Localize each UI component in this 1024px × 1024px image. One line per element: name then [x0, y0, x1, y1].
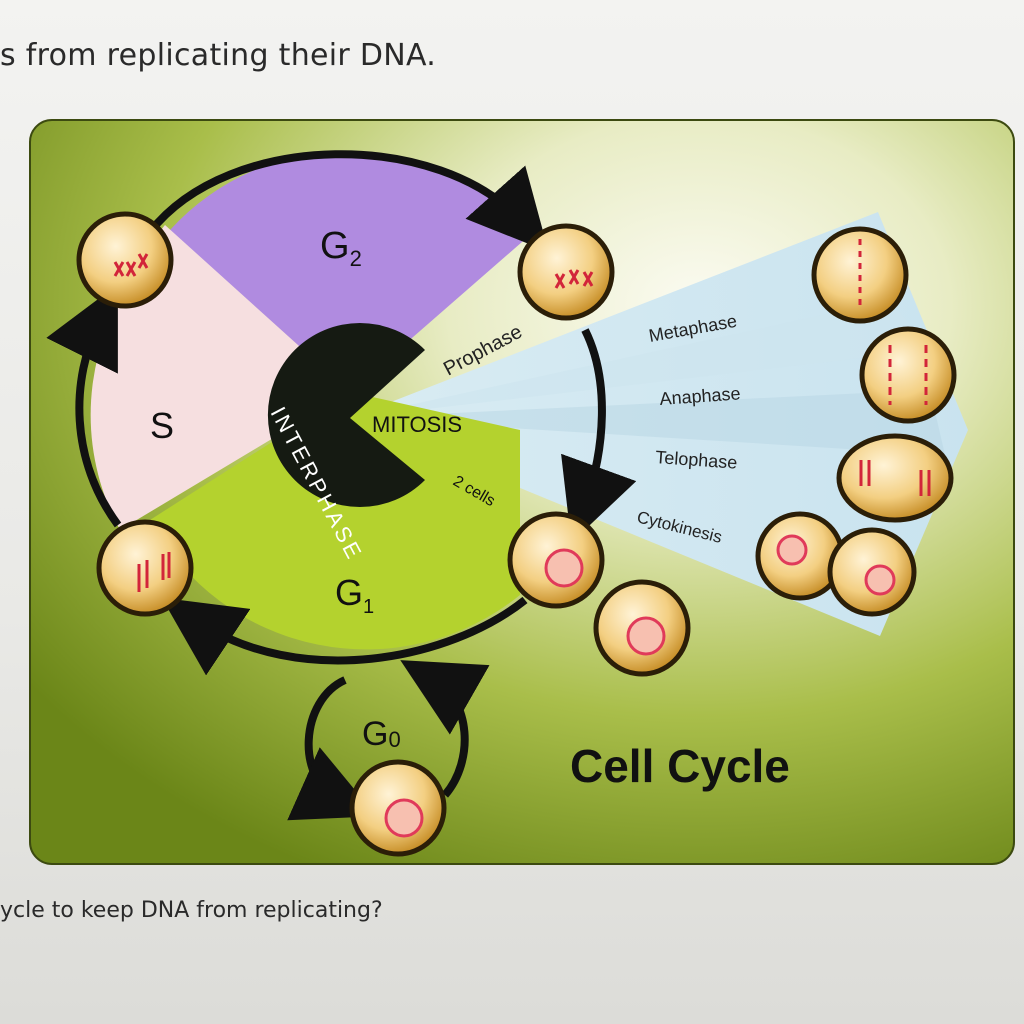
- cell-g1-a: [510, 514, 602, 606]
- s-arrow: [46, 284, 122, 528]
- cell-anaphase: [862, 329, 954, 421]
- mitosis-label: MITOSIS: [372, 412, 462, 437]
- g2-label: G2: [320, 225, 362, 271]
- mitosis-arrow: [561, 328, 637, 543]
- cell-prophase: [520, 226, 612, 318]
- s-sector: [90, 300, 350, 530]
- cell-telophase: [836, 433, 954, 523]
- cell-cytokinesis: [755, 511, 917, 617]
- g0-in-arrow: [287, 676, 377, 821]
- cell-metaphase: [814, 229, 906, 321]
- question-text-top: s from replicating their DNA.: [0, 38, 437, 73]
- g1-sector: [150, 392, 520, 650]
- g2-arrow: [146, 150, 549, 252]
- s-label: S: [150, 405, 174, 446]
- interphase-center: [267, 323, 425, 508]
- cell-g0: [352, 762, 444, 854]
- diagram-title: Cell Cycle: [570, 740, 790, 792]
- g0-label: G0: [362, 715, 401, 753]
- cell-g1-b: [596, 582, 688, 674]
- g1-label: G1: [335, 572, 374, 618]
- g1-arrow: [161, 596, 528, 676]
- g0-out-arrow: [400, 660, 490, 798]
- cell-g2-start: [79, 214, 171, 306]
- g2-sector: [170, 151, 530, 392]
- question-text-bottom: ycle to keep DNA from replicating?: [0, 898, 383, 923]
- cell-s-phase: [99, 522, 191, 614]
